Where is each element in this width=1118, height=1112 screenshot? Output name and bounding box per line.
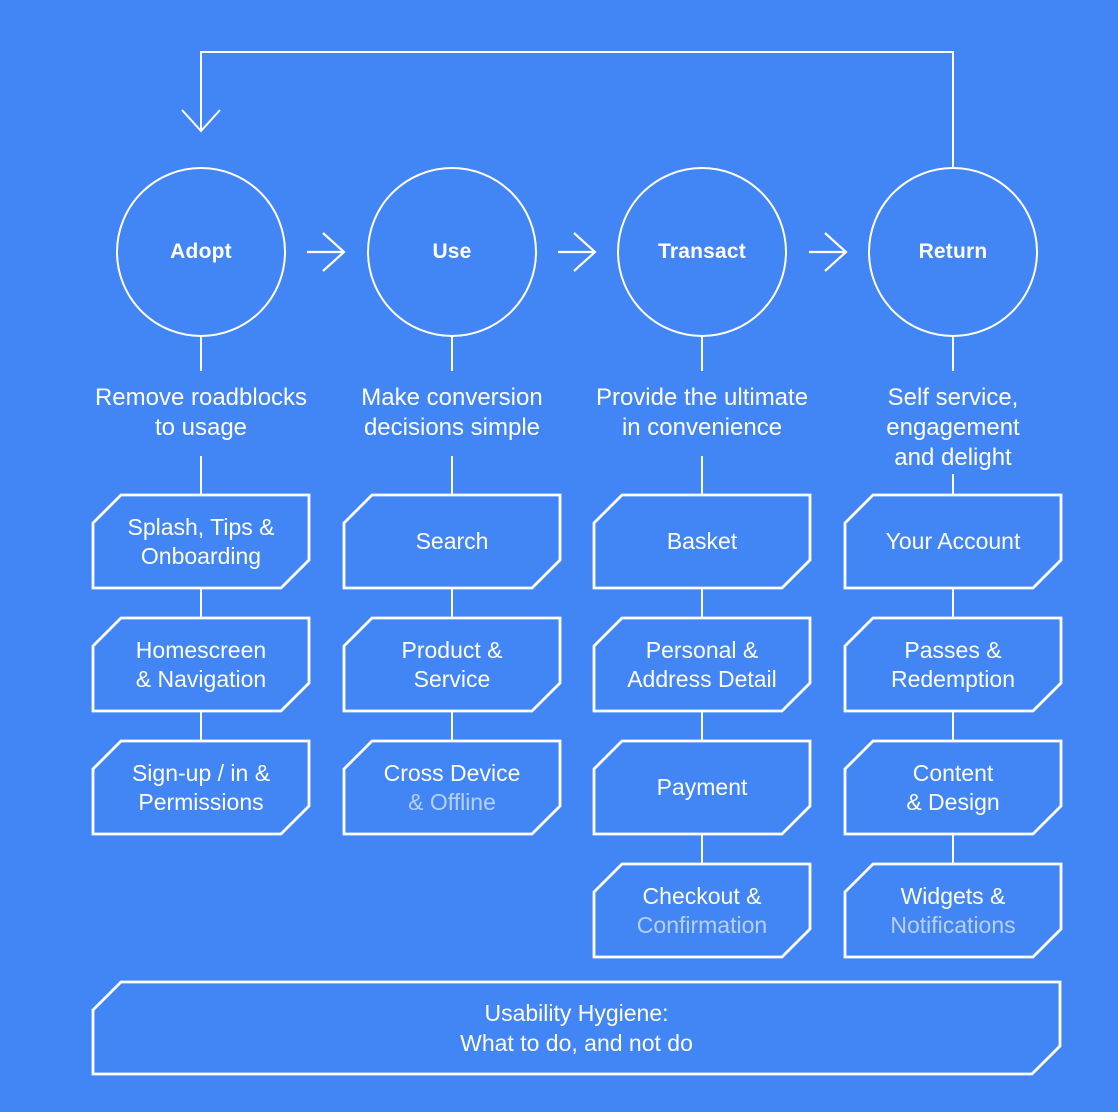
box-outline-splash-tips-onboarding	[91, 493, 311, 590]
description-line: decisions simple	[363, 414, 541, 441]
box-line: Permissions	[138, 788, 264, 815]
feedback-loop-line	[200, 51, 954, 168]
description-line: Make conversion	[361, 384, 543, 411]
usability-hygiene-label: Usability Hygiene: What to do, and not d…	[93, 982, 1060, 1074]
description-line: Remove roadblocks	[94, 384, 308, 411]
box-line: Checkout &	[642, 882, 762, 909]
box-line: Sign-up / in &	[131, 759, 271, 786]
box-outline-product-service	[342, 616, 562, 713]
box-product-service: Product & Service	[344, 618, 560, 711]
box-line: Service	[413, 665, 491, 692]
box-basket: Basket	[594, 495, 810, 588]
box-outline-basket	[592, 493, 812, 590]
box-line: Onboarding	[140, 542, 262, 569]
description-line: engagement	[886, 414, 1020, 441]
box-line: Personal &	[645, 636, 759, 663]
box-outline-usability-hygiene	[91, 980, 1062, 1076]
box-line: Confirmation	[636, 911, 768, 938]
box-line: Search	[415, 528, 489, 554]
description-line: Self service,	[887, 384, 1019, 411]
box-line: Content	[912, 759, 994, 786]
box-outline-widgets-notifications	[843, 862, 1063, 959]
stage-description-use: Make conversion decisions simple	[312, 383, 592, 443]
stage-label-use: Use	[432, 240, 472, 263]
box-line: Homescreen	[135, 636, 267, 663]
stage-description-adopt: Remove roadblocks to usage	[61, 383, 341, 443]
flow-arrow-adopt-to-use-icon	[307, 232, 346, 272]
box-passes-redemption: Passes & Redemption	[845, 618, 1061, 711]
box-outline-your-account	[843, 493, 1063, 590]
stage-label-return: Return	[918, 240, 988, 263]
box-line: & Navigation	[135, 665, 267, 692]
box-line: Address Detail	[627, 665, 777, 692]
box-outline-cross-device-offline	[342, 739, 562, 836]
description-line: and delight	[894, 444, 1012, 471]
description-line: in convenience	[621, 414, 783, 441]
stage-description-return: Self service, engagement and delight	[813, 383, 1093, 473]
description-line: Provide the ultimate	[595, 384, 809, 411]
flow-arrow-use-to-transact-icon	[558, 232, 597, 272]
box-line: Product &	[401, 636, 503, 663]
box-line: Basket	[666, 528, 738, 554]
box-line: Your Account	[885, 528, 1021, 554]
box-checkout-confirmation: Checkout & Confirmation	[594, 864, 810, 957]
stage-label-adopt: Adopt	[170, 240, 232, 263]
footer-line: Usability Hygiene:	[484, 1000, 669, 1026]
box-your-account: Your Account	[845, 495, 1061, 588]
box-splash-tips-onboarding: Splash, Tips & Onboarding	[93, 495, 309, 588]
box-homescreen-navigation: Homescreen & Navigation	[93, 618, 309, 711]
footer-line: What to do, and not do	[460, 1030, 693, 1056]
box-payment: Payment	[594, 741, 810, 834]
box-cross-device-offline: Cross Device & Offline	[344, 741, 560, 834]
box-content-design: Content & Design	[845, 741, 1061, 834]
box-outline-search	[342, 493, 562, 590]
description-line: to usage	[154, 414, 248, 441]
box-line: Passes &	[904, 636, 1002, 663]
box-outline-passes-redemption	[843, 616, 1063, 713]
flow-arrow-transact-to-return-icon	[809, 232, 848, 272]
box-outline-homescreen-navigation	[91, 616, 311, 713]
box-outline-checkout-confirmation	[592, 862, 812, 959]
box-outline-payment	[592, 739, 812, 836]
box-line: Widgets &	[900, 882, 1006, 909]
box-widgets-notifications: Widgets & Notifications	[845, 864, 1061, 957]
box-signup-permissions: Sign-up / in & Permissions	[93, 741, 309, 834]
box-line: Payment	[656, 774, 748, 800]
stage-label-transact: Transact	[658, 240, 746, 263]
box-line: Notifications	[890, 911, 1016, 938]
box-outline-signup-permissions	[91, 739, 311, 836]
box-outline-personal-address-detail	[592, 616, 812, 713]
box-line: & Offline	[408, 788, 496, 815]
box-line: Redemption	[890, 665, 1016, 692]
box-line: Cross Device	[383, 759, 521, 786]
stage-description-transact: Provide the ultimate in convenience	[562, 383, 842, 443]
box-personal-address-detail: Personal & Address Detail	[594, 618, 810, 711]
box-outline-content-design	[843, 739, 1063, 836]
box-line: Splash, Tips &	[127, 513, 275, 540]
box-line: & Design	[906, 788, 1000, 815]
feedback-loop-arrowhead-icon	[181, 109, 221, 133]
box-search: Search	[344, 495, 560, 588]
